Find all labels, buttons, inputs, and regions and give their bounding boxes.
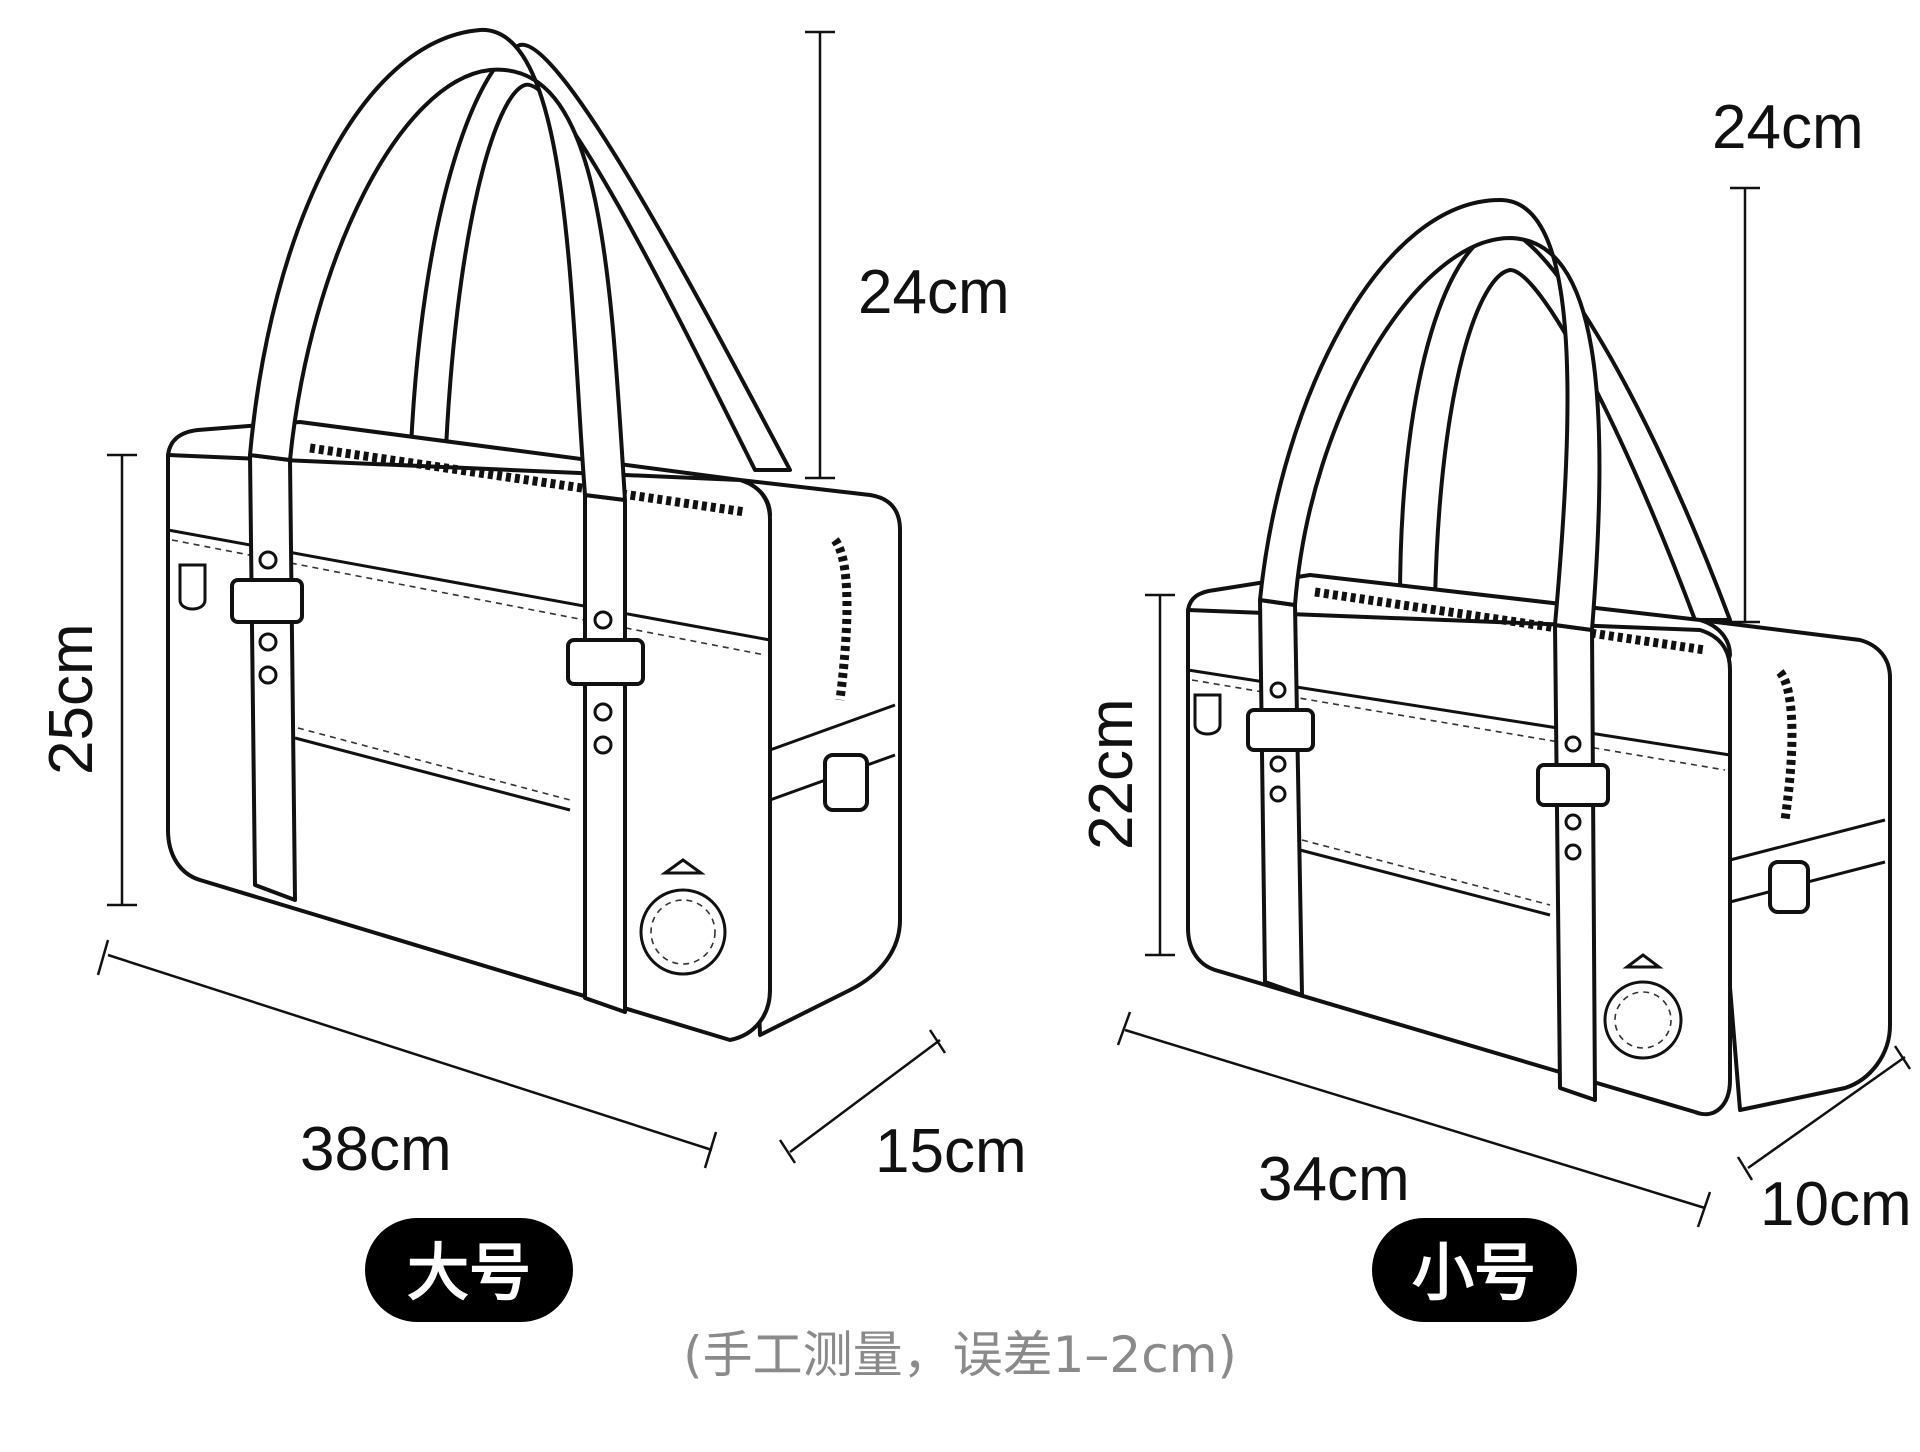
large-bag-dimensions	[96, 30, 947, 1169]
small-bag-dimensions	[1116, 186, 1912, 1228]
small-bag-illustration	[1186, 198, 1892, 1117]
small-width-label: 34cm	[1258, 1145, 1410, 1214]
large-height-label: 25cm	[37, 623, 106, 775]
large-depth-label: 15cm	[875, 1117, 1027, 1186]
small-height-label: 22cm	[1077, 698, 1146, 850]
large-width-label: 38cm	[300, 1115, 452, 1184]
large-strap-height-label: 24cm	[858, 258, 1010, 327]
small-size-tag-text: 小号	[1412, 1236, 1536, 1309]
large-bag-illustration	[166, 27, 902, 1042]
small-strap-height-label: 24cm	[1712, 93, 1864, 162]
small-depth-label: 10cm	[1760, 1170, 1912, 1239]
measurement-note: (手工测量，误差1–2cm)	[683, 1326, 1237, 1384]
small-size-tag: 小号	[1372, 1218, 1577, 1322]
large-size-tag-text: 大号	[407, 1236, 531, 1309]
large-size-tag: 大号	[365, 1218, 573, 1322]
